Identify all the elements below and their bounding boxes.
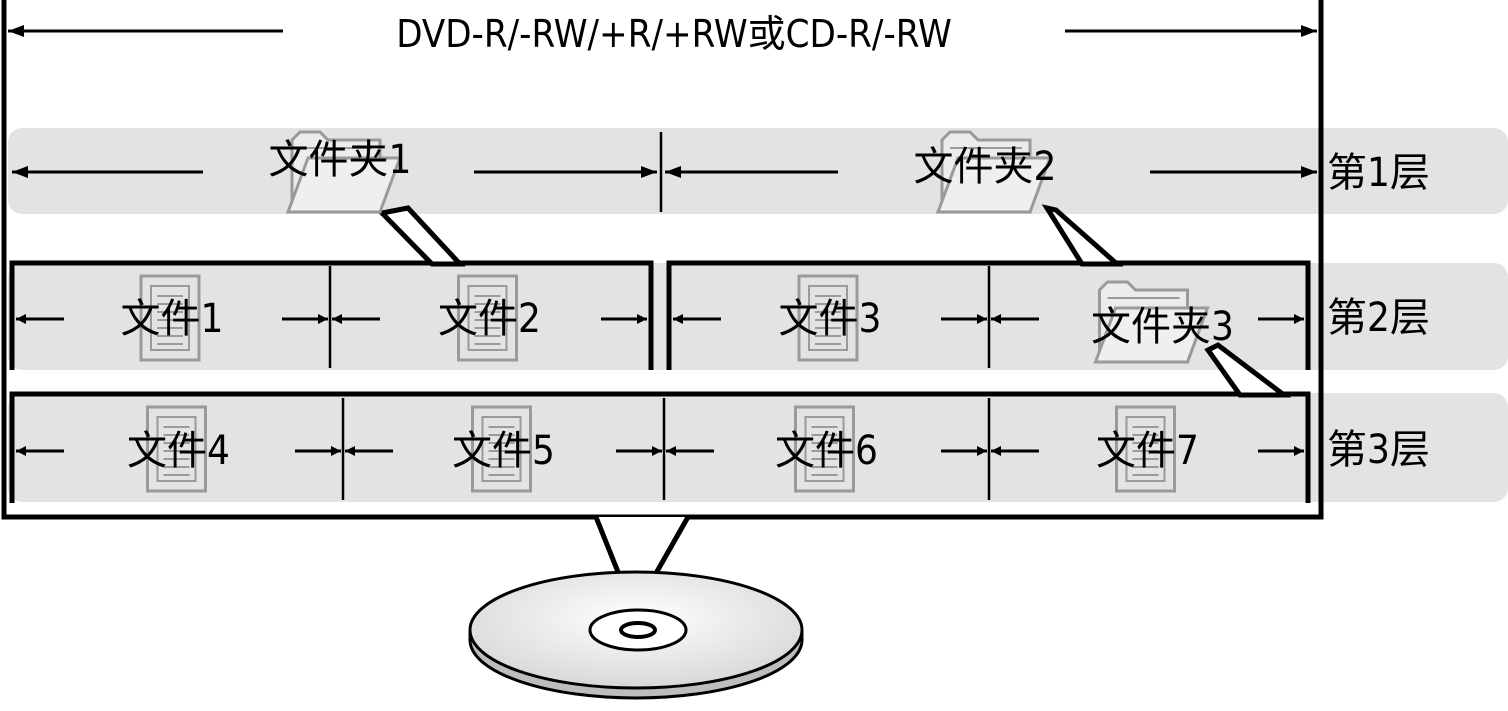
file-label: 文件7 <box>1096 428 1199 474</box>
callout-folder3 <box>1204 342 1292 398</box>
file-label: 文件5 <box>452 428 555 474</box>
group-frame-folder2 <box>666 260 1311 370</box>
callout-disc <box>596 517 688 612</box>
label-layer: 文件夹1 文件夹2 文件1 文件2 文件3 文件夹3 文件4 文件5 文件6 文件7 <box>121 137 1234 474</box>
document-icon <box>457 274 518 362</box>
document-icon <box>139 274 201 362</box>
folder-label-1: 文件夹1 <box>269 137 412 183</box>
callout-folder1 <box>376 205 466 267</box>
media-label: DVD-R/-RW/+R/+RW或CD-R/-RW <box>396 12 952 56</box>
folder-label-2: 文件夹2 <box>914 144 1057 190</box>
document-icon <box>146 405 207 493</box>
level-3-band <box>8 393 1508 502</box>
document-icon <box>797 274 859 362</box>
level-label-1: 第1层 <box>1327 150 1430 196</box>
document-icon <box>794 405 855 493</box>
file-label: 文件1 <box>121 296 224 342</box>
level-2-band <box>8 263 1508 370</box>
file-label: 文件4 <box>127 428 230 474</box>
callout-folder2 <box>1041 204 1124 267</box>
folder-label-3: 文件夹3 <box>1091 304 1234 350</box>
file-label: 文件6 <box>775 428 878 474</box>
file-label: 文件2 <box>438 296 541 342</box>
folder-icon <box>1093 280 1210 364</box>
group-frame-folder1 <box>9 260 654 370</box>
group-frame-folder3 <box>9 391 1311 503</box>
arrow-layer <box>12 132 1317 500</box>
document-icon <box>1115 405 1176 493</box>
file-label: 文件3 <box>779 296 882 342</box>
folder-icon <box>285 130 403 214</box>
icon-layer <box>139 130 1210 493</box>
level-label-3: 第3层 <box>1327 427 1430 473</box>
disc-icon <box>468 570 804 700</box>
document-icon <box>471 405 532 493</box>
level-label-2: 第2层 <box>1327 295 1430 341</box>
folder-icon <box>935 130 1053 214</box>
